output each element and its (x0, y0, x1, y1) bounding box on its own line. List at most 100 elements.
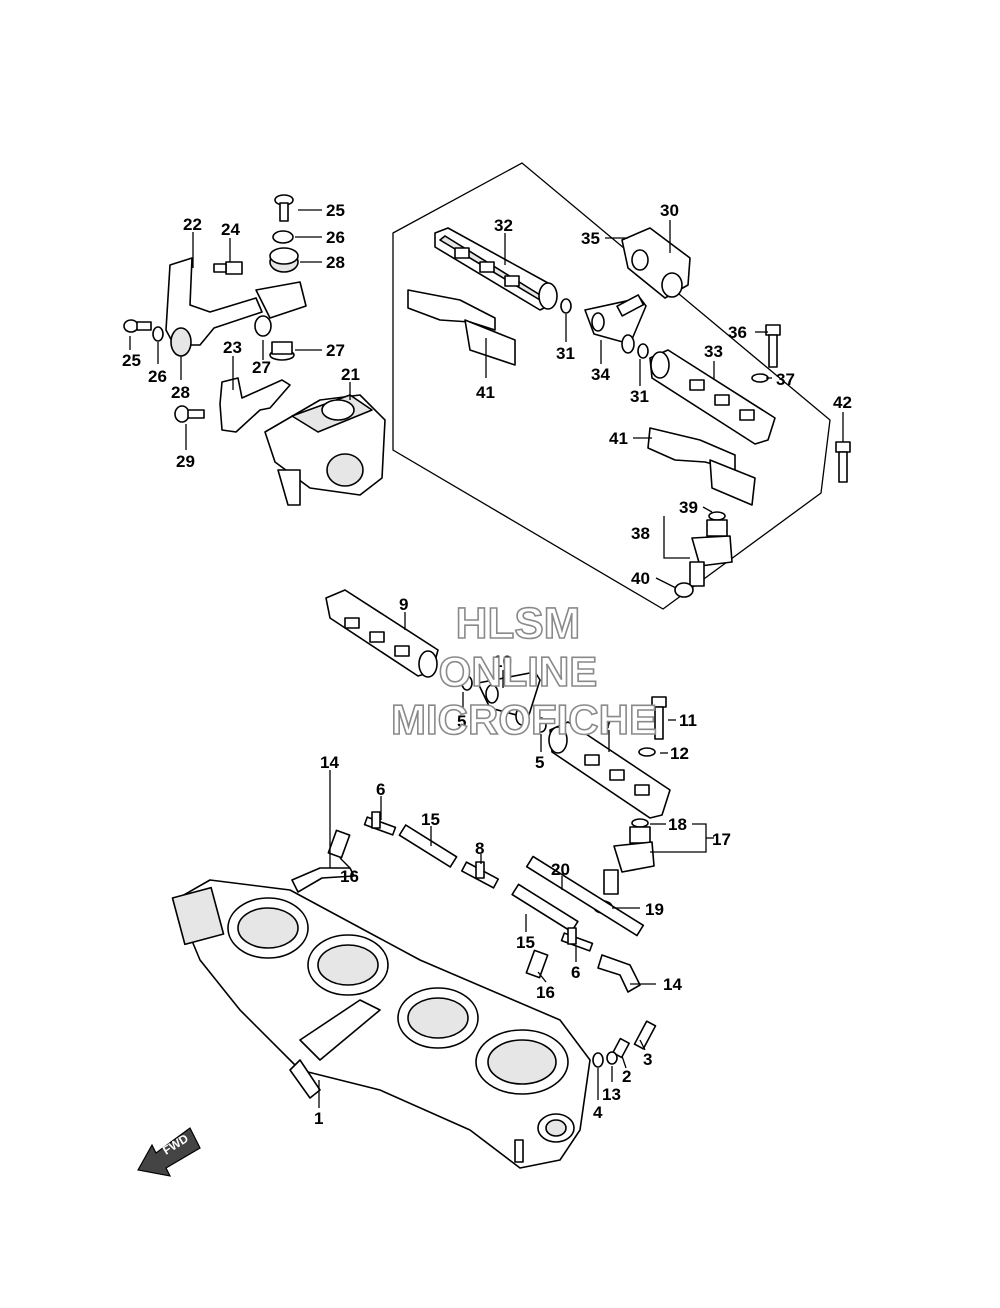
callout-label: 28 (171, 383, 190, 402)
callout-label: 35 (581, 229, 600, 248)
callout-label: 6 (571, 963, 580, 982)
callout-label: 14 (320, 753, 339, 772)
grommet-27-left (254, 315, 272, 337)
t-joint-6-bottom (560, 927, 594, 952)
callout-label: 10 (493, 652, 512, 671)
watermark-line-2: ONLINE (439, 648, 598, 695)
fuel-joint-34 (584, 294, 647, 354)
hose-14-top (291, 867, 355, 893)
callout-label: 1 (314, 1109, 323, 1128)
fwd-arrow-icon (137, 1127, 201, 1177)
actuator-21 (264, 394, 386, 506)
callout-label: 37 (776, 370, 795, 389)
grommet-27-top (269, 341, 295, 361)
screw-3 (633, 1020, 657, 1050)
joint-8 (460, 861, 500, 889)
rail-clip-41a (407, 289, 516, 366)
seal-40 (674, 582, 694, 598)
callout-label: 25 (326, 201, 345, 220)
washer-37 (751, 373, 769, 383)
callout-label: 7 (604, 713, 613, 732)
callout-label: 25 (122, 351, 141, 370)
watermark-line-3: MICROFICHE (391, 696, 657, 743)
callout-label: 19 (645, 900, 664, 919)
callout-label: 3 (643, 1050, 652, 1069)
o-ring-31a (560, 298, 572, 314)
t-joint-6-top (363, 811, 397, 836)
watermark-line-1: HLSM (456, 599, 581, 648)
screw-25-left (123, 319, 152, 333)
callout-label: 40 (631, 569, 650, 588)
leader-lines (129, 209, 844, 1108)
rail-clip-35 (621, 227, 691, 299)
callout-label: 20 (551, 860, 570, 879)
o-ring-31b (637, 343, 649, 359)
callout-label: 39 (679, 498, 698, 517)
bolt-42 (835, 441, 851, 483)
callout-label: 33 (704, 342, 723, 361)
bolt-11 (651, 696, 667, 740)
fuel-joint-10 (477, 671, 541, 726)
callout-label: 9 (399, 595, 408, 614)
rail-clip-41b (647, 427, 756, 506)
bracket-23 (219, 377, 291, 433)
o-ring-5a (461, 675, 473, 691)
callout-label: 2 (622, 1067, 631, 1086)
callout-label: 36 (728, 323, 747, 342)
callout-label: 16 (536, 983, 555, 1002)
callout-label: 21 (341, 365, 360, 384)
callout-label: 15 (421, 810, 440, 829)
callout-label: 27 (326, 341, 345, 360)
callout-label: 32 (494, 216, 513, 235)
callout-label: 30 (660, 201, 679, 220)
injector-38 (689, 511, 733, 587)
callout-label: 27 (252, 358, 271, 377)
callout-label: 12 (670, 744, 689, 763)
callout-label: 41 (476, 383, 495, 402)
o-ring-5b (535, 717, 547, 733)
callout-label: 8 (475, 839, 484, 858)
fuel-rail-upper-right (649, 349, 776, 445)
callout-labels: 1 2 3 4 5 5 6 6 7 8 9 10 11 12 13 14 14 … (122, 201, 852, 1128)
watermark: HLSM ONLINE MICROFICHE (390, 598, 658, 744)
screw-25-top (274, 194, 294, 222)
callout-label: 15 (516, 933, 535, 952)
fuel-rail-7 (548, 721, 671, 819)
callout-label: 5 (457, 712, 466, 731)
callout-label: 4 (593, 1103, 603, 1122)
callout-label: 41 (609, 429, 628, 448)
callout-label: 6 (376, 780, 385, 799)
callout-label: 26 (326, 228, 345, 247)
bolt-36 (765, 324, 781, 368)
callout-label: 13 (602, 1085, 621, 1104)
callout-label: 17 (712, 830, 731, 849)
callout-label: 14 (663, 975, 682, 994)
washer-13 (606, 1051, 618, 1065)
fuel-rail-upper-left (434, 227, 558, 311)
callout-label: 23 (223, 338, 242, 357)
callout-label: 18 (668, 815, 687, 834)
hose-15-bottom (511, 883, 579, 933)
callout-label: 16 (340, 867, 359, 886)
grommet-28-left (170, 327, 192, 357)
washer-26-left (152, 326, 164, 342)
bolt-24 (213, 261, 243, 275)
throttle-body-1 (171, 879, 591, 1169)
callout-label: 11 (679, 711, 697, 730)
callout-label: 42 (833, 393, 852, 412)
callout-label: 24 (221, 220, 240, 239)
washer-4 (592, 1052, 604, 1068)
washer-12 (638, 747, 656, 757)
callout-label: 34 (591, 365, 610, 384)
washer-26-top (272, 230, 294, 244)
injector-17 (603, 818, 655, 895)
hose-15-top (398, 824, 458, 868)
callout-label: 26 (148, 367, 167, 386)
cap-16-bottom (525, 949, 549, 979)
cap-16-top (327, 829, 351, 859)
callout-label: 28 (326, 253, 345, 272)
callout-label: 22 (183, 215, 202, 234)
hose-14-bottom (597, 954, 641, 993)
